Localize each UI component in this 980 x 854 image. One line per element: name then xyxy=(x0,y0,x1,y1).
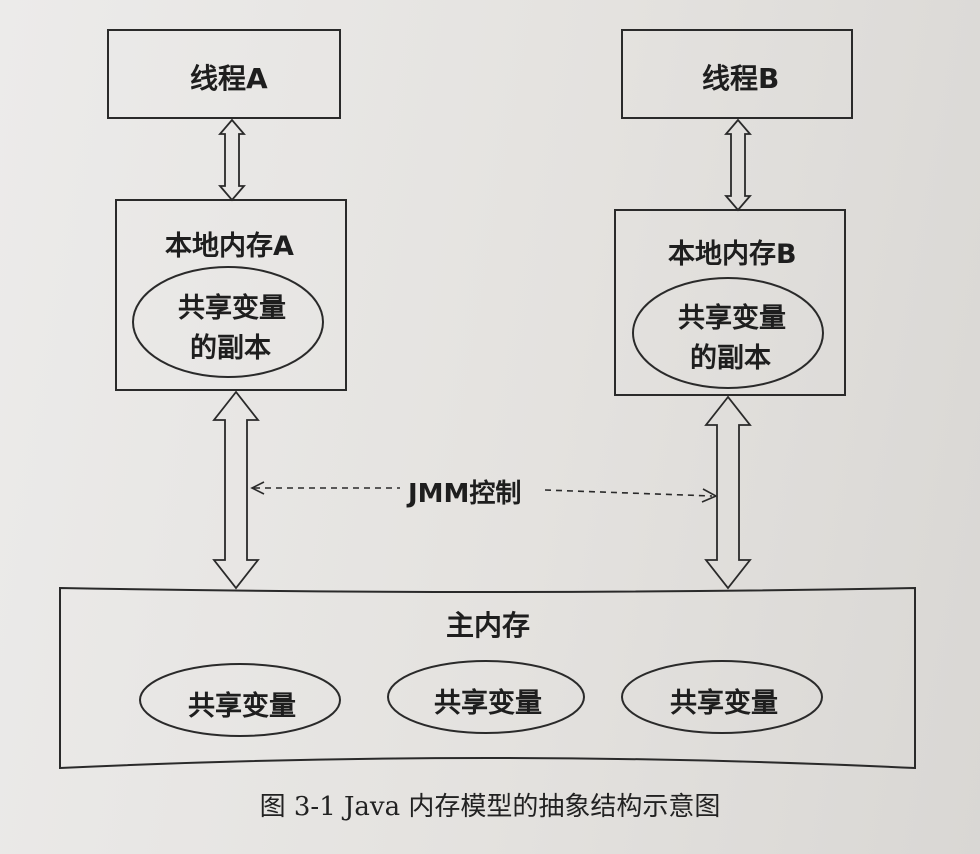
copy-b-line2: 的副本 xyxy=(690,343,771,374)
copy-b-line1: 共享变量 xyxy=(678,303,786,334)
arrow-local-a-main xyxy=(212,390,260,590)
copy-a-line2: 的副本 xyxy=(190,333,271,364)
local-memory-a-label: 本地内存A xyxy=(165,231,294,262)
thread-a-label: 线程A xyxy=(190,62,268,95)
arrow-thread-a-local-a xyxy=(218,118,246,202)
copy-a-line1: 共享变量 xyxy=(178,293,286,324)
jmm-arrowhead-right xyxy=(701,488,718,503)
shared-var-ellipse-3 xyxy=(621,660,823,734)
local-memory-b-label: 本地内存B xyxy=(668,239,797,270)
shared-var-label-3: 共享变量 xyxy=(670,688,778,719)
shared-var-ellipse-2 xyxy=(387,660,585,734)
local-memory-b-box xyxy=(614,209,846,396)
copy-ellipse-b xyxy=(632,277,824,389)
thread-b-box xyxy=(621,29,853,119)
thread-b-label: 线程B xyxy=(702,62,780,95)
arrow-thread-b-local-b xyxy=(724,118,752,212)
main-memory-label: 主内存 xyxy=(446,609,531,642)
shared-var-label-2: 共享变量 xyxy=(434,688,542,719)
shared-var-ellipse-1 xyxy=(139,663,341,737)
shared-var-label-1: 共享变量 xyxy=(188,691,296,722)
figure-caption: 图 3-1 Java 内存模型的抽象结构示意图 xyxy=(259,792,721,822)
copy-ellipse-a xyxy=(132,266,324,378)
main-memory-box xyxy=(59,586,916,770)
jmm-arrowhead-left xyxy=(250,481,265,495)
arrow-local-b-main xyxy=(704,395,752,590)
thread-a-box xyxy=(107,29,341,119)
jmm-control-label: JMM控制 xyxy=(408,479,522,509)
jmm-dashed-arrow-right xyxy=(544,489,713,497)
